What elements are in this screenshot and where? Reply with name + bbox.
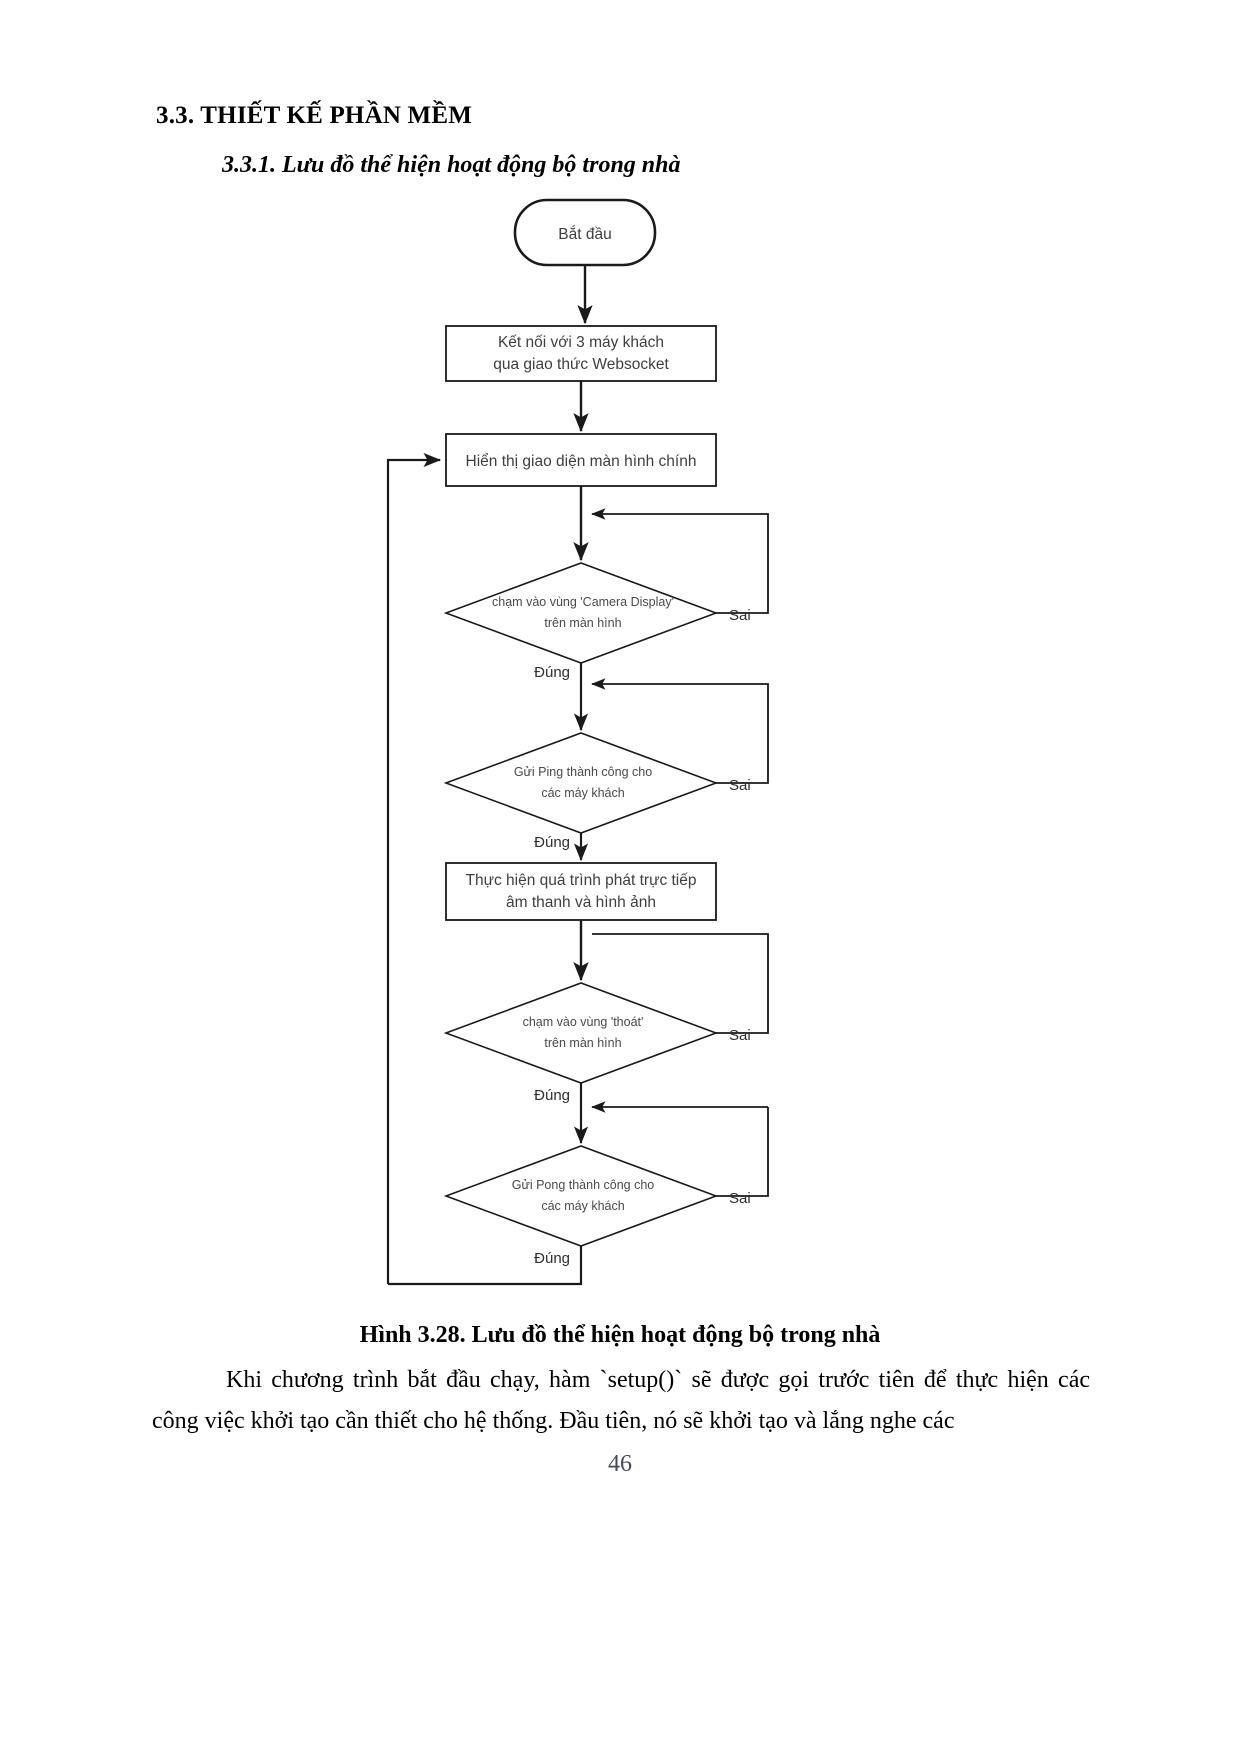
subsection-heading: 3.3.1. Lưu đồ thể hiện hoạt động bộ tron… <box>222 152 681 178</box>
flow-edge-true-3: Đúng <box>534 1083 589 1145</box>
flow-edge-true-4-label: Đúng <box>534 1250 570 1267</box>
flow-node-start-label: Bắt đầu <box>558 226 611 243</box>
flow-edge-true-2-label: Đúng <box>534 834 570 851</box>
flow-node-start: Bắt đầu <box>513 198 657 267</box>
flow-node-decision-exit-line1: chạm vào vùng 'thoát' <box>523 1015 644 1029</box>
flow-node-decision-pong-line1: Gửi Pong thành công cho <box>512 1178 655 1192</box>
flow-edge-false-2-label: Sai <box>729 777 751 794</box>
flow-node-decision-pong-line2: các máy khách <box>541 1199 624 1213</box>
flow-edge-false-4: Sai <box>716 1107 769 1207</box>
flow-node-display: Hiển thị giao diện màn hình chính <box>445 433 717 487</box>
flow-edge-false-3-label: Sai <box>729 1027 751 1044</box>
flow-edge-false-1: Sai <box>591 508 769 624</box>
flow-edge-true-4: Đúng <box>388 1246 583 1286</box>
body-paragraph: Khi chương trình bắt đầu chạy, hàm `setu… <box>152 1367 1090 1434</box>
section-heading: 3.3. THIẾT KẾ PHẦN MỀM <box>156 102 473 129</box>
flow-edge-false-4-label: Sai <box>729 1190 751 1207</box>
flow-edge-false-2: Sai <box>591 678 769 794</box>
flow-node-decision-ping-line2: các máy khách <box>541 786 624 800</box>
flow-node-decision-ping: Gửi Ping thành công cho các máy khách <box>443 732 719 834</box>
flow-node-connect-line1: Kết nối với 3 máy khách <box>498 334 664 351</box>
flow-edge-true-1: Đúng <box>534 663 589 732</box>
flow-edge-false-3: Sai <box>592 933 769 1044</box>
flow-edge-loop-back <box>386 452 442 1284</box>
flowchart-figure: Bắt đầu Kết nối với 3 máy khách qua giao… <box>0 185 1240 1315</box>
flow-node-connect-line2: qua giao thức Websocket <box>493 356 669 373</box>
flow-edge-true-1-label: Đúng <box>534 664 570 681</box>
flow-node-decision-exit: chạm vào vùng 'thoát' trên màn hình <box>443 982 719 1084</box>
flow-edge-true-3-label: Đúng <box>534 1087 570 1104</box>
flow-node-stream-line1: Thực hiện quá trình phát trực tiếp <box>466 872 697 889</box>
flow-edge-false-1-label: Sai <box>729 607 751 624</box>
page-number: 46 <box>608 1451 632 1477</box>
flow-node-stream: Thực hiện quá trình phát trực tiếp âm th… <box>445 862 717 921</box>
flow-node-decision-exit-line2: trên màn hình <box>544 1036 621 1050</box>
flow-node-stream-line2: âm thanh và hình ảnh <box>506 894 656 911</box>
figure-caption: Hình 3.28. Lưu đồ thể hiện hoạt động bộ … <box>359 1322 881 1348</box>
flow-node-decision-ping-line1: Gửi Ping thành công cho <box>514 765 652 779</box>
flow-node-display-line1: Hiển thị giao diện màn hình chính <box>466 453 697 470</box>
flow-node-decision-pong: Gửi Pong thành công cho các máy khách <box>443 1145 719 1247</box>
flow-node-decision-camera: chạm vào vùng 'Camera Display' trên màn … <box>443 562 719 664</box>
flow-node-decision-camera-line1: chạm vào vùng 'Camera Display' <box>492 595 674 609</box>
flow-edge-true-2: Đúng <box>534 833 589 862</box>
flow-node-decision-camera-line2: trên màn hình <box>544 616 621 630</box>
flow-node-connect: Kết nối với 3 máy khách qua giao thức We… <box>445 325 717 382</box>
